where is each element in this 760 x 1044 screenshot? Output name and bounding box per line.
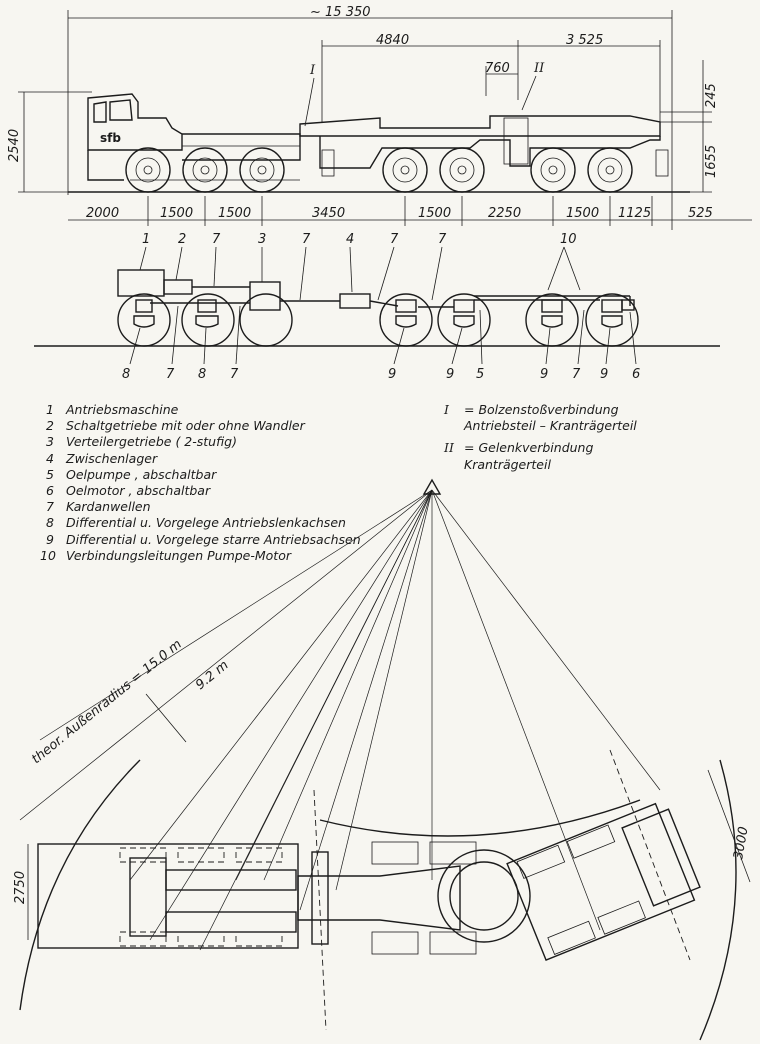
dt-label-2: 2	[178, 232, 186, 247]
gearbox-box	[163, 279, 193, 295]
intermediate-bearing	[339, 293, 371, 309]
radius-outer-label: theor. Außenradius = 15.0 m	[29, 637, 185, 767]
dim-245: 245	[704, 83, 719, 108]
vehicle-logo: sfb	[100, 131, 121, 145]
dim-4840: 4840	[376, 33, 409, 48]
dim-1655: 1655	[704, 145, 719, 178]
side-view: ~ 15 350 4840 3 525 760 I II 245 1655 25…	[7, 5, 752, 230]
dt-bottom-8a: 8	[122, 367, 130, 382]
dt-bottom-9a: 9	[388, 367, 396, 382]
dt-label-3: 3	[258, 232, 266, 247]
dt-bottom-8b: 8	[198, 367, 206, 382]
transfer-box	[249, 281, 281, 311]
dim-bottom-2: 1500	[160, 206, 193, 221]
legend-note: II= Gelenkverbindung	[444, 440, 594, 456]
dt-label-4: 4	[346, 232, 354, 247]
marker-II: II	[533, 61, 545, 76]
legend-notes: I= Bolzenstoßverbindung Antriebsteil – K…	[444, 402, 637, 473]
dim-bottom-6: 2250	[488, 206, 521, 221]
dt-bottom-5: 5	[476, 367, 484, 382]
legend-note-cont: Kranträgerteil	[464, 456, 551, 472]
dt-bottom-7c: 7	[572, 367, 581, 382]
radius-inner-label: 9.2 m	[193, 658, 232, 693]
dt-label-7d: 7	[438, 232, 447, 247]
dim-bottom-4: 3450	[312, 206, 345, 221]
dim-overall: ~ 15 350	[310, 5, 371, 20]
dt-label-1: 1	[142, 232, 150, 247]
dim-bottom-1: 2000	[86, 206, 119, 221]
dim-bottom-9: 525	[688, 206, 713, 221]
dt-bottom-9b: 9	[446, 367, 454, 382]
dim-2750: 2750	[13, 871, 28, 904]
dt-bottom-9c: 9	[540, 367, 548, 382]
dt-bottom-7a: 7	[166, 367, 175, 382]
dim-bottom-8: 1125	[618, 206, 651, 221]
dim-bottom-5: 1500	[418, 206, 451, 221]
dim-3000: 3000	[731, 825, 752, 860]
dt-bottom-6: 6	[632, 367, 640, 382]
dt-bottom-9d: 9	[600, 367, 608, 382]
marker-I: I	[309, 63, 316, 78]
dim-2540: 2540	[7, 129, 22, 162]
engine-box	[117, 269, 165, 297]
side-wheels	[125, 147, 633, 193]
dt-label-7a: 7	[212, 232, 221, 247]
dt-label-10: 10	[560, 232, 577, 247]
plan-rear-unit	[506, 802, 696, 961]
dt-label-7b: 7	[302, 232, 311, 247]
dim-760: 760	[485, 61, 510, 76]
dim-bottom-3: 1500	[218, 206, 251, 221]
dt-label-7c: 7	[390, 232, 399, 247]
dim-bottom-7: 1500	[566, 206, 599, 221]
legend-note: I= Bolzenstoßverbindung	[444, 402, 619, 417]
legend-note-cont: Antriebsteil – Kranträgerteil	[464, 418, 637, 434]
turntable	[437, 849, 531, 943]
drivetrain-schematic: 1 2 7 3 7 4 7 7 10	[34, 232, 720, 382]
dim-3525: 3 525	[566, 33, 603, 48]
dt-bottom-7b: 7	[230, 367, 239, 382]
